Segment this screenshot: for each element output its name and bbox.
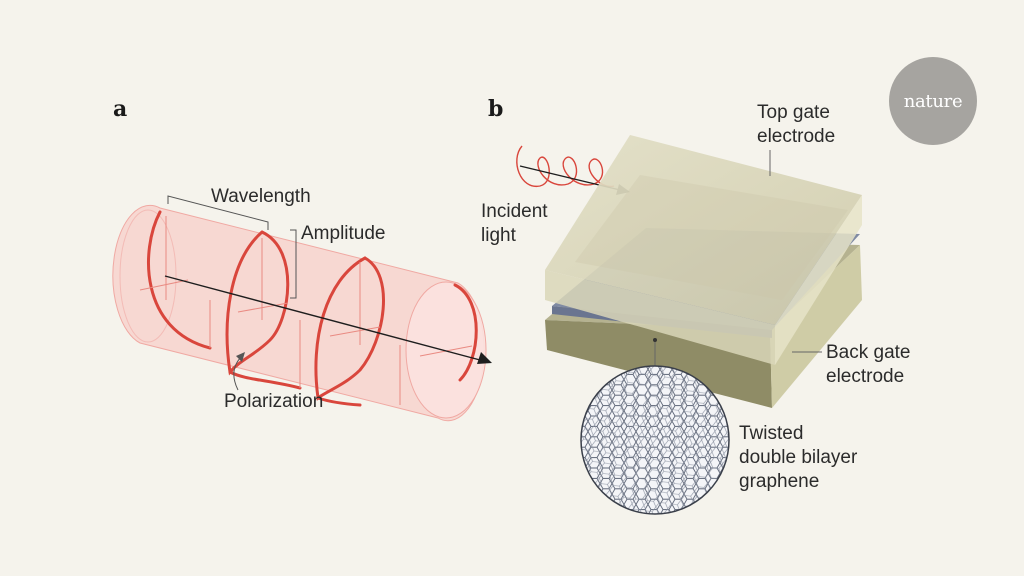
twisted-graphene-label: Twisted double bilayer graphene <box>739 422 857 494</box>
incident-light-label: Incident light <box>481 200 548 248</box>
incident-light-label-line1: Incident <box>481 201 548 222</box>
panel-a-letter: a <box>113 96 128 122</box>
polarization-label: Polarization <box>224 391 324 412</box>
incident-light-spiral <box>516 145 615 188</box>
twisted-graphene-label-line3: graphene <box>739 471 820 492</box>
graphene-lattice-circle <box>580 365 730 515</box>
top-gate-label-line2: electrode <box>757 126 836 147</box>
propagation-arrow <box>164 275 492 364</box>
amplitude-label: Amplitude <box>301 223 386 244</box>
twisted-graphene-label-line2: double bilayer <box>739 447 858 468</box>
nature-logo-text: nature <box>903 90 963 112</box>
incident-light-label-line2: light <box>481 225 516 246</box>
cylinder <box>112 204 487 422</box>
helix-wave <box>147 210 478 407</box>
leader-lines <box>654 150 822 366</box>
polarization-pointer <box>233 352 245 391</box>
back-gate-label-line1: Back gate <box>826 342 911 363</box>
graphene-marker <box>653 338 657 342</box>
back-gate-label-line2: electrode <box>826 366 905 387</box>
back-gate-label: Back gate electrode <box>826 341 911 389</box>
wavelength-bracket <box>167 195 269 230</box>
top-gate-label: Top gate electrode <box>757 101 835 149</box>
nature-logo: nature <box>889 57 977 145</box>
panel-b-letter: b <box>488 96 504 122</box>
top-gate-label-line1: Top gate <box>757 102 830 123</box>
wavelength-label: Wavelength <box>211 186 311 207</box>
amplitude-bracket <box>290 229 297 299</box>
top-gate-electrode <box>545 135 862 365</box>
twisted-graphene-label-line1: Twisted <box>739 423 804 444</box>
